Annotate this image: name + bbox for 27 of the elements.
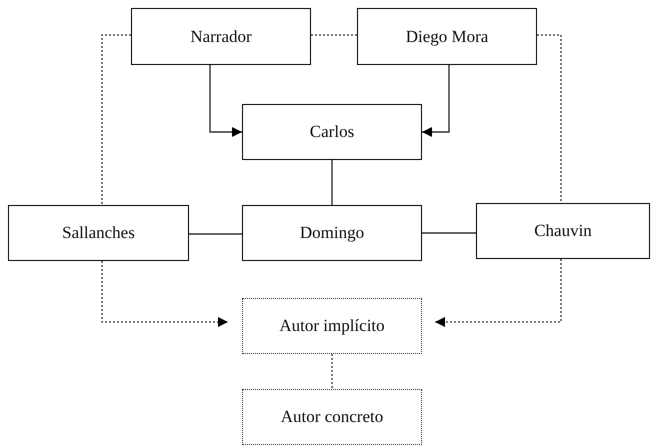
process-box (476, 203, 650, 259)
node-label: Sallanches (62, 223, 135, 243)
connector (209, 65, 242, 137)
node-label: Chauvin (534, 221, 592, 241)
dotted-connector (331, 354, 333, 389)
dotted-connector (101, 261, 228, 327)
connector (422, 232, 476, 234)
connector (189, 233, 242, 235)
connector (422, 65, 450, 137)
node-label: Domingo (300, 223, 364, 243)
node-label: Autor concreto (280, 407, 384, 427)
node-label: Autor implícito (279, 316, 385, 336)
dotted-connector (435, 259, 562, 327)
process-box (242, 389, 422, 445)
dotted-connector (311, 34, 357, 36)
process-box (242, 298, 422, 354)
node-label: Diego Mora (406, 26, 488, 46)
dotted-connector (101, 34, 131, 205)
process-box (242, 104, 422, 160)
node-label: Carlos (310, 122, 354, 142)
process-box (131, 8, 311, 65)
connector (331, 160, 333, 205)
node-label: Narrador (190, 26, 252, 46)
process-box (242, 205, 422, 261)
process-box (357, 8, 537, 65)
process-box (8, 205, 189, 261)
dotted-connector (537, 34, 562, 203)
